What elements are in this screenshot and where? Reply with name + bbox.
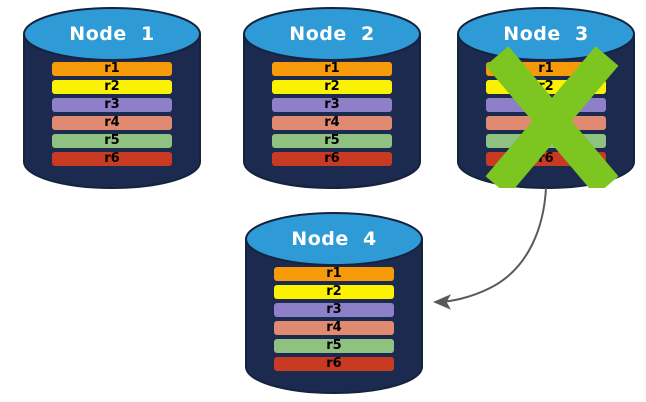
row-r5[interactable]: r5 (52, 134, 172, 148)
row-r4[interactable]: r4 (52, 116, 172, 130)
row-r4[interactable]: r4 (486, 116, 606, 130)
row-r3[interactable]: r3 (52, 98, 172, 112)
row-r2[interactable]: r2 (486, 80, 606, 94)
row-r2[interactable]: r2 (52, 80, 172, 94)
row-r3[interactable]: r3 (272, 98, 392, 112)
row-r2[interactable]: r2 (272, 80, 392, 94)
row-r1[interactable]: r1 (52, 62, 172, 76)
row-r5[interactable]: r5 (272, 134, 392, 148)
row-r1[interactable]: r1 (272, 62, 392, 76)
row-r6[interactable]: r6 (272, 152, 392, 166)
row-r6[interactable]: r6 (52, 152, 172, 166)
row-r5[interactable]: r5 (486, 134, 606, 148)
row-r5[interactable]: r5 (274, 339, 394, 353)
row-r1[interactable]: r1 (486, 62, 606, 76)
row-r6[interactable]: r6 (486, 152, 606, 166)
node-1-top-ellipse (23, 7, 201, 61)
node-4-top-ellipse (245, 212, 423, 266)
node-2-top-ellipse (243, 7, 421, 61)
node-3-top-ellipse (457, 7, 635, 61)
row-r1[interactable]: r1 (274, 267, 394, 281)
row-r2[interactable]: r2 (274, 285, 394, 299)
row-r3[interactable]: r3 (274, 303, 394, 317)
row-r6[interactable]: r6 (274, 357, 394, 371)
row-r4[interactable]: r4 (274, 321, 394, 335)
row-r3[interactable]: r3 (486, 98, 606, 112)
row-r4[interactable]: r4 (272, 116, 392, 130)
